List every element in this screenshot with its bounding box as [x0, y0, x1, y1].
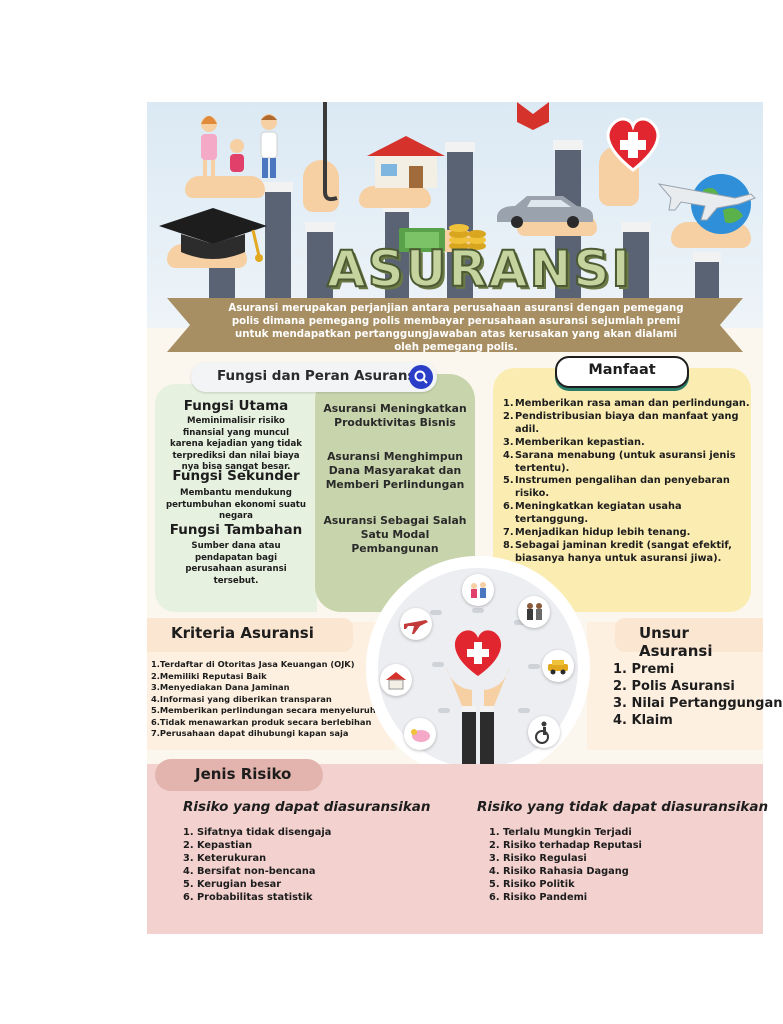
list-item: 3. Keterukuran — [183, 853, 267, 864]
kriteria-list: 1.Terdaftar di Otoritas Jasa Keuangan (O… — [151, 659, 391, 740]
list-item: 6. Probabilitas statistik — [183, 892, 313, 903]
list-item: 7.Menjadikan hidup lebih tenang. — [503, 527, 691, 539]
list-item: 4. Bersifat non-bencana — [183, 866, 316, 877]
heart-cross-icon — [606, 117, 660, 172]
family-icon — [462, 574, 494, 606]
family-icon — [201, 114, 278, 178]
list-item: 1. Sifatnya tidak disengaja — [183, 827, 332, 838]
definition-text: Asuransi merupakan perjanjian antara per… — [228, 303, 684, 353]
house-icon — [380, 664, 412, 696]
manfaat-heading-pill: Manfaat — [555, 356, 689, 388]
car-icon — [497, 196, 593, 228]
kriteria-heading-tab: Kriteria Asuransi — [147, 618, 353, 652]
list-item: 1. Terlalu Mungkin Terjadi — [489, 827, 632, 838]
people-icon — [518, 596, 550, 628]
list-item: 3.Menyediakan Dana Jaminan — [151, 682, 290, 692]
piggy-bank-icon — [404, 718, 436, 750]
unsur-heading-tab: Unsur Asuransi — [615, 618, 763, 660]
hero-illustration: ASURANSI — [147, 102, 763, 328]
list-item: 3. Nilai Pertanggungan — [613, 696, 783, 711]
risiko-heading: Jenis Risiko — [195, 765, 292, 783]
hands-holding-heart-icon — [446, 630, 510, 768]
manfaat-heading: Manfaat — [588, 362, 656, 378]
house-icon — [367, 136, 445, 188]
peran-item: Asuransi Sebagai Salah Satu Modal Pemban… — [323, 514, 467, 555]
list-item: 1.Terdaftar di Otoritas Jasa Keuangan (O… — [151, 659, 355, 669]
kriteria-heading: Kriteria Asuransi — [171, 624, 314, 642]
list-item: 7.Perusahaan dapat dihubungi kapan saja — [151, 728, 349, 738]
list-item: 6. Risiko Pandemi — [489, 892, 588, 903]
peran-item: Asuransi Menghimpun Dana Masyarakat dan … — [325, 450, 465, 491]
infographic-poster: ASURANSI Asuransi merupakan perjanjian a… — [147, 102, 783, 934]
list-item: 4. Klaim — [613, 713, 673, 728]
list-item: 4. Risiko Rahasia Dagang — [489, 866, 629, 877]
unsur-list: 1. Premi 2. Polis Asuransi 3. Nilai Pert… — [613, 661, 783, 729]
list-item: 1. Premi — [613, 662, 675, 677]
money-icon — [399, 224, 486, 252]
list-item: 6.Tidak menawarkan produk secara berlebi… — [151, 716, 372, 727]
car-icon — [542, 650, 574, 682]
fungsi-panel: Fungsi Utama Meminimalisir risiko finans… — [155, 384, 317, 612]
list-item: 5. Risiko Politik — [489, 879, 575, 890]
list-item: 5.Instrumen pengalihan dan penyebaran ri… — [503, 475, 730, 500]
insurance-circle-inner — [378, 568, 578, 768]
fungsi-heading: Fungsi dan Peran Asuransi — [217, 368, 421, 384]
hand-illustration — [303, 160, 339, 212]
list-item: 2. Kepastian — [183, 840, 253, 851]
list-item: 3. Risiko Regulasi — [489, 853, 587, 864]
fungsi-tambahan-text: Sumber dana atau pendapatan bagi perusah… — [185, 541, 287, 586]
risiko-panel — [147, 764, 763, 934]
fungsi-tambahan-title: Fungsi Tambahan — [169, 522, 303, 538]
list-item: 2. Risiko terhadap Reputasi — [489, 840, 642, 851]
list-item: 2.Pendistribusian biaya dan manfaat yang… — [503, 410, 739, 435]
globe-airplane-icon — [657, 174, 756, 234]
wheelchair-icon — [528, 716, 560, 748]
risiko-dapat-title: Risiko yang dapat diasuransikan — [183, 799, 431, 815]
umbrella-icon — [323, 102, 338, 202]
graduation-cap-icon — [159, 208, 267, 262]
list-item: 1.Memberikan rasa aman dan perlindungan. — [503, 398, 750, 409]
list-item: 2.Memiliki Reputasi Baik — [151, 670, 267, 681]
hand-illustration — [185, 176, 265, 198]
list-item: 6.Meningkatkan kegiatan usaha tertanggun… — [503, 501, 682, 526]
list-item: 5. Kerugian besar — [183, 879, 282, 890]
fungsi-sekunder-title: Fungsi Sekunder — [172, 468, 300, 484]
unsur-heading: Unsur Asuransi — [639, 624, 713, 660]
list-item: 4.Informasi yang diberikan transparan — [151, 693, 332, 704]
peran-item: Asuransi Meningkatkan Produktivitas Bisn… — [323, 402, 467, 429]
fungsi-utama-text: Meminimalisir risiko finansial yang munc… — [170, 416, 302, 472]
hand-illustration — [359, 186, 431, 208]
airplane-icon — [400, 608, 432, 640]
risiko-tidak-list: 1. Terlalu Mungkin Terjadi 2. Risiko ter… — [489, 826, 642, 904]
risiko-heading-pill: Jenis Risiko — [155, 759, 323, 791]
fungsi-utama-title: Fungsi Utama — [183, 398, 289, 414]
fungsi-sekunder-text: Membantu mendukung pertumbuhan ekonomi s… — [165, 488, 307, 521]
ribbon-icon — [517, 102, 549, 130]
list-item: 3.Memberikan kepastian. — [503, 436, 645, 448]
list-item: 5.Memberikan perlindungan secara menyelu… — [151, 705, 376, 715]
list-item: 8.Sebagai jaminan kredit (sangat efektif… — [503, 539, 732, 564]
list-item: 2. Polis Asuransi — [613, 679, 735, 694]
risiko-dapat-list: 1. Sifatnya tidak disengaja 2. Kepastian… — [183, 826, 331, 904]
search-icon — [409, 365, 433, 389]
fungsi-heading-pill: Fungsi dan Peran Asuransi — [191, 362, 437, 392]
risiko-tidak-title: Risiko yang tidak dapat diasuransikan — [477, 799, 769, 815]
definition-banner: Asuransi merupakan perjanjian antara per… — [167, 298, 743, 352]
hero-title: ASURANSI — [326, 239, 632, 299]
manfaat-list: 1.Memberikan rasa aman dan perlindungan.… — [503, 398, 751, 566]
list-item: 4.Sarana menabung (untuk asuransi jenis … — [503, 449, 736, 474]
